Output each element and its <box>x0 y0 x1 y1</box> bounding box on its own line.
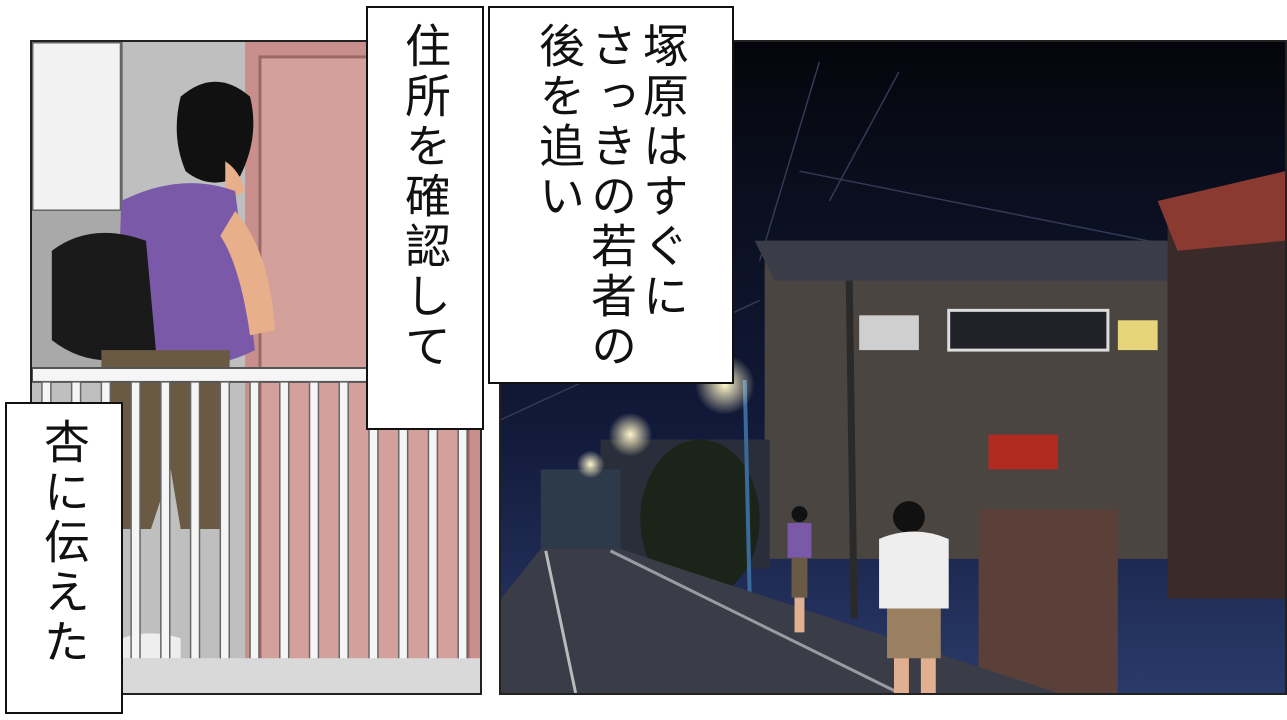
house-right <box>1167 181 1285 599</box>
red-light-box <box>988 434 1059 470</box>
road-line-left <box>544 550 578 693</box>
railing-top-bar <box>32 367 370 383</box>
tsukahara-figure <box>879 501 949 693</box>
caption-box-bottom: 杏に伝えた <box>5 402 123 714</box>
caption-box-middle: 住所を確認して <box>366 6 484 430</box>
man-arm <box>220 210 275 336</box>
backpack <box>51 232 156 361</box>
house-right-roof <box>1157 171 1285 251</box>
brick-gate <box>978 509 1118 693</box>
caption-line: 住所を確認して <box>398 22 452 372</box>
caption-line: 杏に伝えた <box>37 418 91 668</box>
window-pane <box>32 42 123 213</box>
street-light-glow-2 <box>608 412 653 457</box>
tree <box>640 439 760 599</box>
street-light-pole <box>742 379 752 599</box>
caption-line: さっきの若者の <box>584 22 638 372</box>
house-roof <box>754 240 1208 281</box>
caption-line: 後を追い <box>532 22 586 222</box>
house-window <box>859 315 919 351</box>
house-window-large <box>947 308 1110 352</box>
utility-pole <box>845 280 858 619</box>
street-light-glow-3 <box>576 450 605 479</box>
house-window-lit <box>1117 320 1158 351</box>
road-line-right <box>609 549 900 693</box>
caption-box-right: 塚原はすぐに さっきの若者の 後を追い <box>488 6 734 384</box>
young-man-walking <box>787 506 812 633</box>
caption-line: 塚原はすぐに <box>636 22 690 322</box>
man-hair <box>176 81 254 183</box>
distant-shop <box>540 469 621 559</box>
